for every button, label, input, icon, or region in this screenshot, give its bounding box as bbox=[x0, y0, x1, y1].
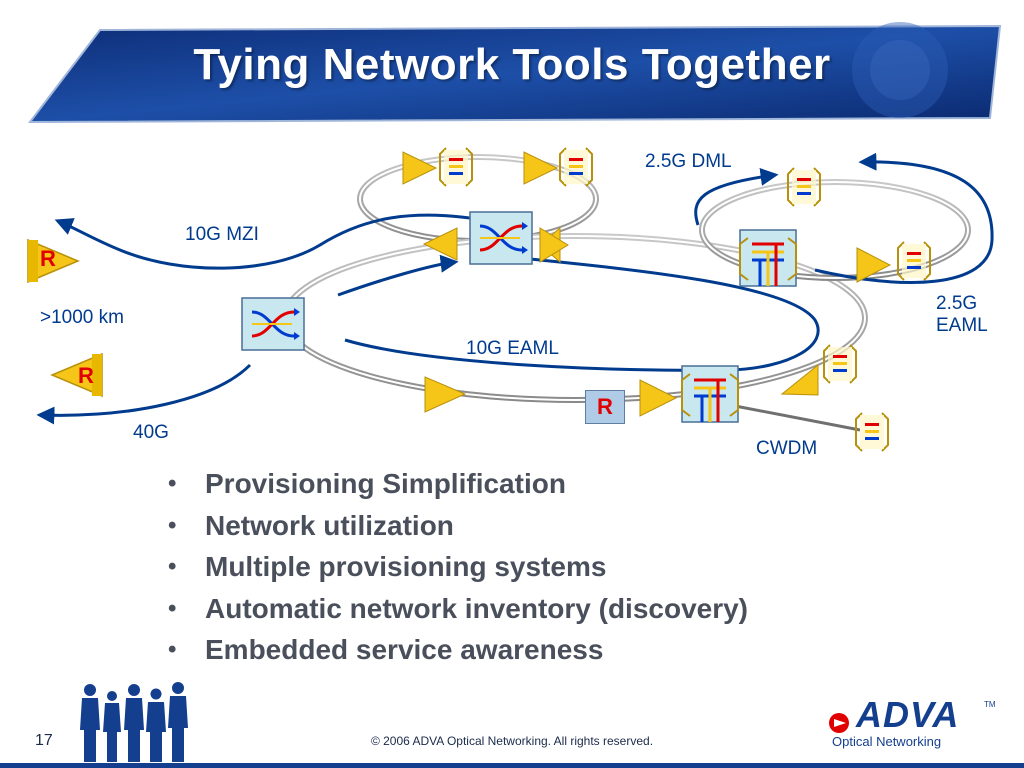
bullet-item: •Embedded service awareness bbox=[165, 629, 748, 671]
path-10g-eaml-b bbox=[344, 256, 820, 372]
router-label: R bbox=[40, 246, 56, 271]
adva-logo: ADVA TM Optical Networking bbox=[826, 694, 996, 750]
service-paths bbox=[36, 152, 994, 425]
page-number: 17 bbox=[35, 732, 53, 749]
path-10g-eaml-a bbox=[337, 254, 459, 297]
label-distance: >1000 km bbox=[40, 307, 124, 328]
amplifier-icon bbox=[856, 247, 892, 283]
ring-right bbox=[701, 181, 969, 279]
label-2-5g-dml: 2.5G DML bbox=[645, 151, 732, 172]
add-drop-mux-icon bbox=[739, 229, 797, 287]
transponder-icon bbox=[823, 344, 857, 384]
path-25g-dml bbox=[694, 167, 779, 226]
bullet-item: •Provisioning Simplification bbox=[165, 463, 748, 505]
bullet-dot-icon: • bbox=[168, 511, 177, 539]
logo-subtitle: Optical Networking bbox=[832, 734, 942, 749]
label-40g: 40G bbox=[133, 422, 169, 443]
bullet-list: •Provisioning Simplification •Network ut… bbox=[165, 463, 748, 671]
label-10g-mzi: 10G MZI bbox=[185, 224, 259, 245]
logo-trademark: TM bbox=[984, 700, 996, 709]
amplifier-icon bbox=[422, 227, 458, 261]
bullet-dot-icon: • bbox=[168, 470, 177, 497]
bullet-dot-icon: • bbox=[168, 636, 177, 663]
amplifier-icon bbox=[780, 363, 819, 396]
router-icon: R bbox=[24, 236, 82, 286]
path-25g-eaml bbox=[814, 152, 994, 284]
cwdm-link bbox=[729, 403, 861, 432]
amplifiers bbox=[402, 151, 892, 417]
bullet-dot-icon: • bbox=[168, 553, 177, 580]
path-10g-mzi bbox=[54, 213, 501, 270]
adva-arrow-icon bbox=[829, 713, 849, 733]
copyright-text: © 2006 ADVA Optical Networking. All righ… bbox=[370, 734, 654, 748]
router-box: R bbox=[585, 390, 625, 424]
label-2-5g-eaml-line2: EAML bbox=[936, 315, 988, 336]
logo-wordmark: ADVA bbox=[856, 694, 960, 735]
bullet-item: •Multiple provisioning systems bbox=[165, 546, 748, 588]
bullet-item: •Automatic network inventory (discovery) bbox=[165, 588, 748, 630]
network-diagram bbox=[36, 147, 994, 452]
slide-title: Tying Network Tools Together bbox=[193, 40, 831, 89]
label-10g-eaml: 10G EAML bbox=[466, 338, 559, 359]
bullet-dot-icon: • bbox=[168, 594, 177, 622]
people-silhouettes-icon bbox=[80, 682, 188, 762]
router-icon: R bbox=[48, 350, 106, 400]
cross-connect-switch-icon bbox=[469, 211, 533, 265]
amplifier-icon bbox=[539, 227, 569, 263]
label-2-5g-eaml-line1: 2.5G bbox=[936, 293, 978, 314]
transponder-icon bbox=[439, 147, 473, 187]
router-label: R bbox=[78, 363, 94, 388]
add-drop-mux-icon bbox=[681, 365, 739, 423]
title-banner bbox=[27, 22, 1002, 124]
transponder-icon bbox=[897, 241, 931, 281]
label-cwdm: CWDM bbox=[756, 438, 818, 459]
transponder-icon bbox=[787, 167, 821, 207]
bullet-item: •Network utilization bbox=[165, 505, 748, 547]
amplifier-icon bbox=[402, 151, 438, 185]
amplifier-icon bbox=[424, 376, 467, 413]
amplifier-icon bbox=[639, 379, 678, 417]
transponder-icon bbox=[855, 412, 889, 452]
transponders bbox=[439, 147, 931, 452]
amplifier-icon bbox=[523, 151, 559, 185]
path-40g bbox=[36, 363, 252, 425]
transponder-icon bbox=[559, 147, 593, 187]
footer-bar bbox=[0, 763, 1024, 768]
cross-connect-switch-icon bbox=[241, 297, 305, 351]
